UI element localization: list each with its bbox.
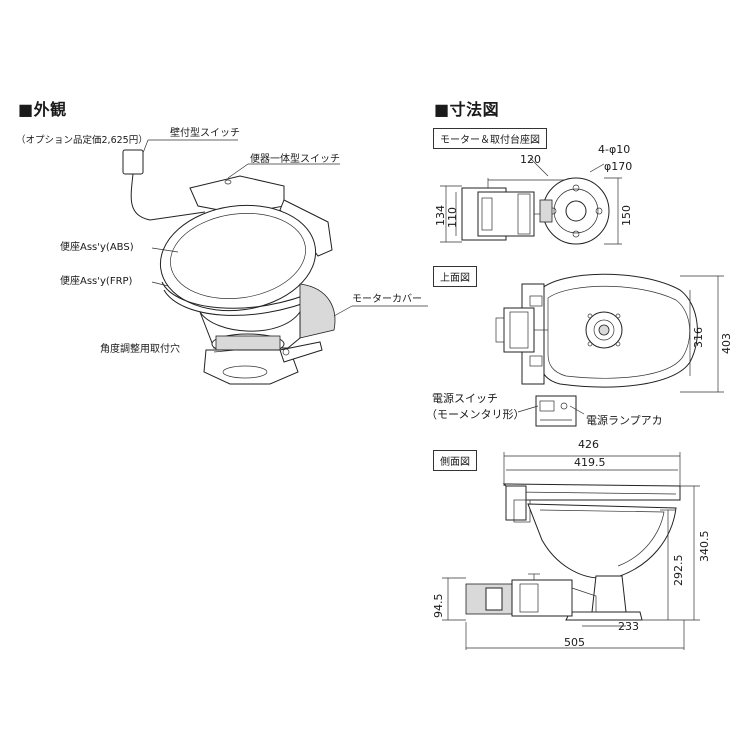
wall-switch-shape — [122, 149, 144, 175]
dim-505: 505 — [564, 636, 585, 649]
seat-frp-label: 便座Ass'y(FRP) — [60, 276, 133, 287]
dim-316: 316 — [692, 327, 705, 348]
dim-4-phi10: 4-φ10 — [598, 143, 631, 156]
integrated-switch-label: 便器一体型スイッチ — [250, 154, 340, 165]
dimensions-title: ■寸法図 — [434, 100, 500, 119]
dim-94-5: 94.5 — [432, 593, 445, 619]
dim-292-5: 292.5 — [672, 554, 685, 587]
angle-hole-label: 角度調整用取付穴 — [100, 344, 180, 355]
power-lamp-label: 電源ランプアカ — [586, 414, 663, 427]
side-view-header: 側面図 — [433, 450, 477, 471]
dim-150: 150 — [620, 205, 633, 226]
momentary-label: （モーメンタリ形） — [426, 408, 525, 421]
side-bowl-shape — [527, 503, 677, 579]
dim-233: 233 — [618, 620, 639, 633]
dim-426: 426 — [578, 438, 599, 451]
seat-abs-label: 便座Ass'y(ABS) — [60, 242, 134, 253]
motor-base-header: モーター＆取付台座図 — [433, 128, 547, 149]
top-view-header: 上面図 — [433, 266, 477, 287]
dim-419-5: 419.5 — [574, 456, 606, 469]
dim-phi170: φ170 — [604, 160, 633, 173]
motor-cover-label: モーターカバー — [352, 294, 422, 305]
option-price-label: （オプション品定価2,625円） — [16, 135, 148, 146]
cable-shape — [130, 173, 206, 221]
dim-110: 110 — [446, 207, 459, 228]
dim-340-5: 340.5 — [698, 530, 711, 563]
motor-top-shape — [503, 307, 535, 353]
dim-120: 120 — [520, 153, 541, 166]
dim-403: 403 — [720, 333, 733, 354]
wall-switch-label: 壁付型スイッチ — [170, 128, 240, 139]
motor-cover-shape — [299, 283, 336, 339]
seat-lid-shape — [159, 204, 317, 312]
exterior-illustration — [122, 139, 428, 385]
power-switch-label: 電源スイッチ — [432, 392, 498, 405]
exterior-title: ■外観 — [18, 100, 67, 119]
top-view-drawing — [495, 273, 724, 427]
motor-base-drawing — [440, 157, 622, 245]
side-view-drawing — [442, 452, 700, 650]
